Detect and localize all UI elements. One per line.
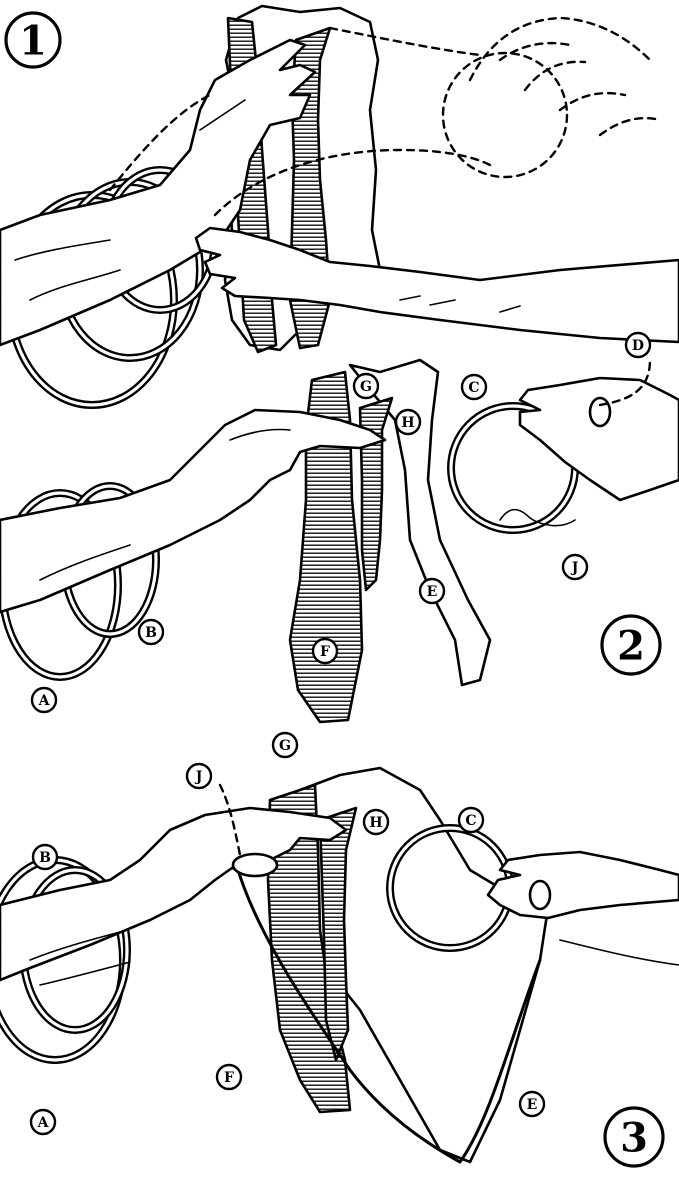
label-A: A (37, 1115, 50, 1131)
panel-2: 2 A B C D (0, 333, 679, 722)
label-H: H (401, 415, 414, 431)
label-H: H (369, 815, 382, 831)
panel-number: 1 (19, 18, 47, 65)
panel-number-badge: 1 (6, 13, 60, 67)
label-C: C (468, 380, 479, 396)
label-B: B (145, 625, 157, 641)
label-F: F (224, 1070, 234, 1086)
label-J: J (194, 769, 203, 785)
panel-1: 1 (0, 6, 679, 405)
panel-number-badge: 2 (602, 616, 660, 674)
label-A: A (38, 693, 51, 709)
label-B: B (39, 850, 51, 866)
panel-number: 3 (620, 1115, 648, 1162)
label-G: G (360, 379, 372, 395)
panel-number-badge: 3 (605, 1108, 663, 1166)
panel-3: 3 A B (0, 733, 679, 1166)
label-F: F (320, 644, 330, 660)
label-D: D (632, 338, 644, 354)
label-J: J (570, 560, 579, 576)
panel-number: 2 (617, 623, 645, 670)
label-E: E (527, 1097, 538, 1113)
label-G: G (279, 738, 291, 754)
label-C: C (465, 813, 476, 829)
label-E: E (427, 584, 438, 600)
silk-strip-H (360, 398, 392, 590)
